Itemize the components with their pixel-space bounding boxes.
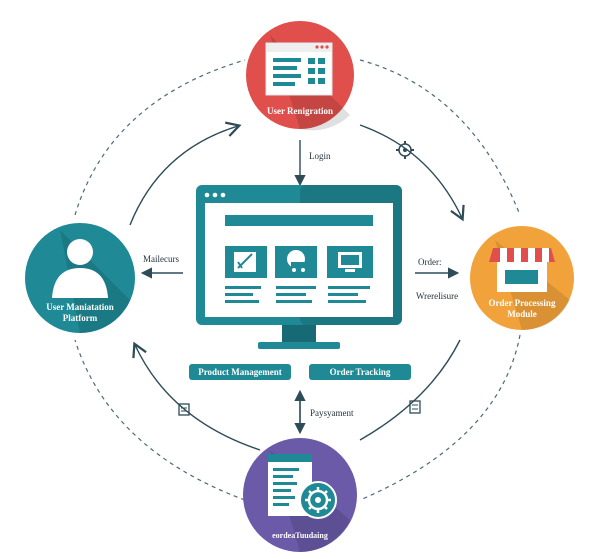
connector-payment: Paysyament	[310, 408, 354, 418]
label-payment-system: eordeaTuudaing	[272, 531, 328, 540]
connector-order: Order:	[418, 257, 442, 267]
pill-order-tracking: Order Tracking	[309, 364, 411, 380]
cart-icon	[287, 250, 305, 272]
edit-icon	[234, 252, 256, 272]
user-avatar-icon	[52, 239, 108, 298]
straight-arrows	[140, 140, 460, 435]
label-user-registration: User Renigration	[266, 106, 334, 116]
label-order-processing: Order Processing Module	[472, 298, 572, 320]
payment-gear-icon	[299, 481, 337, 519]
label-user-management-line1: User Maniatation	[46, 302, 114, 312]
label-order-processing-line2: Module	[507, 309, 537, 319]
node-user-registration	[246, 21, 354, 131]
node-user-management	[25, 223, 135, 333]
screen-icon	[338, 252, 362, 272]
arrow-order-to-payment	[359, 339, 461, 441]
label-order-processing-line1: Order Processing	[488, 298, 556, 308]
node-order-processing	[470, 226, 574, 331]
central-monitor	[196, 185, 402, 349]
flow-arrows	[129, 121, 465, 451]
connector-warehouse: Wrerelisure	[416, 291, 459, 301]
connector-login: Login	[309, 151, 331, 161]
arrow-user-to-registration	[129, 121, 242, 226]
arrow-registration-to-order	[359, 124, 465, 222]
gear-icon	[396, 141, 414, 159]
document-small-icon	[178, 403, 190, 416]
label-user-management-line2: Platform	[62, 313, 98, 323]
node-payment-system	[243, 438, 357, 552]
pill-product-management: Product Management	[189, 364, 291, 380]
label-user-management: User Maniatation Platform	[30, 302, 130, 324]
orbit-dashed-ring	[74, 59, 521, 501]
connector-mailecurs: Mailecurs	[143, 254, 179, 264]
list-small-icon	[409, 400, 421, 414]
arrow-payment-to-user	[132, 341, 261, 451]
